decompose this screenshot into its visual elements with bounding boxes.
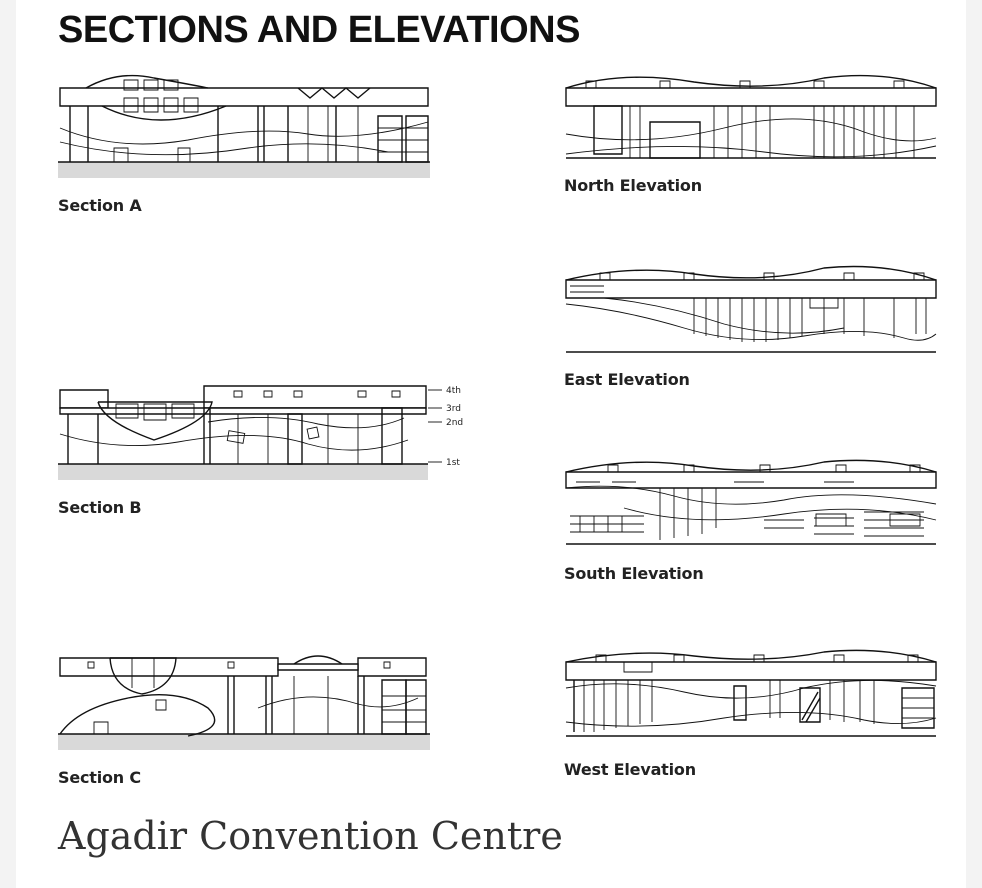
level-2nd: 2nd [446, 418, 463, 428]
level-4th: 4th [446, 386, 461, 396]
section-c-drawing [58, 648, 430, 750]
east-elevation-label: East Elevation [564, 370, 690, 389]
north-elevation-drawing [564, 72, 938, 166]
section-b-label: Section B [58, 498, 142, 517]
west-elevation-label: West Elevation [564, 760, 696, 779]
section-a-drawing [58, 72, 430, 178]
level-1st: 1st [446, 458, 460, 468]
section-a-label: Section A [58, 196, 142, 215]
page-heading: SECTIONS AND ELEVATIONS [58, 9, 580, 51]
project-caption: Agadir Convention Centre [58, 814, 563, 858]
south-elevation-label: South Elevation [564, 564, 704, 583]
north-elevation-label: North Elevation [564, 176, 702, 195]
south-elevation-drawing [564, 458, 938, 548]
east-elevation-drawing [564, 264, 938, 356]
section-c-label: Section C [58, 768, 141, 787]
section-b-drawing: 4th 3rd 2nd 1st [58, 382, 463, 480]
west-elevation-drawing [564, 648, 938, 742]
level-3rd: 3rd [446, 404, 461, 414]
